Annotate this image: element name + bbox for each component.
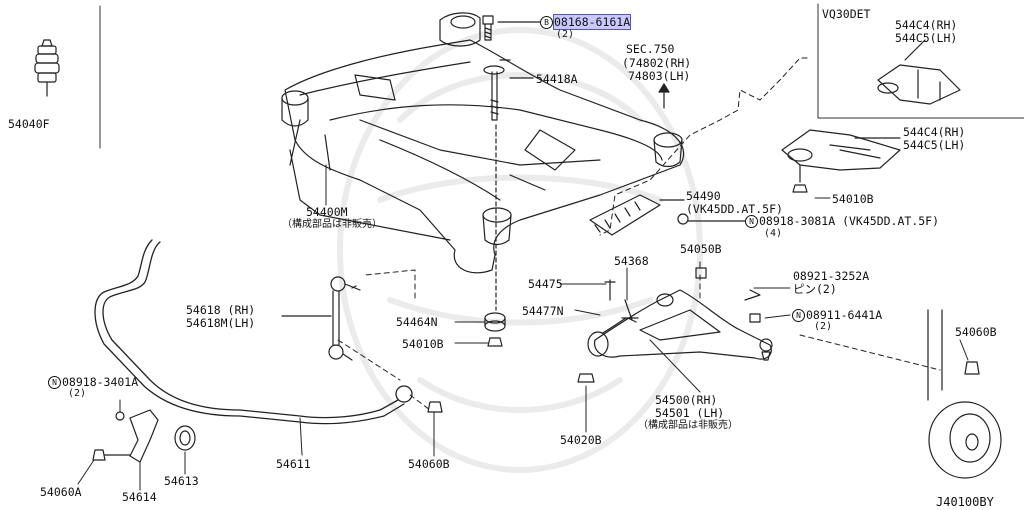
label-54501-lh: 54501 (LH) xyxy=(655,406,725,420)
label-54475: 54475 xyxy=(528,277,563,291)
stabilizer-bar-54611-drawing xyxy=(94,239,413,425)
bracket-544C4-drawing xyxy=(781,129,901,193)
nut-6441-number: 08911-6441A xyxy=(806,308,883,322)
sec-ref: SEC.750 xyxy=(626,42,675,56)
label-leaders xyxy=(77,164,969,491)
label-54020B: 54020B xyxy=(560,433,602,447)
inset-544C4: 544C4(RH) xyxy=(895,18,958,32)
label-54614: 54614 xyxy=(122,490,157,504)
watermark-emblem xyxy=(337,27,703,473)
label-pin-08921: 08921-3252A xyxy=(793,269,870,283)
diagram-code: J40100BY xyxy=(936,495,994,509)
bolt-qty: (2) xyxy=(556,29,575,40)
inset-544C5: 544C5(LH) xyxy=(895,31,958,45)
label-544C4: 544C4(RH) xyxy=(903,125,966,139)
label-54618-lh: 54618M(LH) xyxy=(186,316,256,330)
bolt-part-number: 08168-6161A xyxy=(552,14,632,30)
label-pin-note: ピン(2) xyxy=(793,282,837,296)
stud-54418A-drawing xyxy=(483,59,534,311)
bolt-08168-drawing xyxy=(482,15,541,41)
nut-3081-qty: (4) xyxy=(764,228,783,239)
label-54060B-right: 54060B xyxy=(955,325,997,339)
sec-rh: (74802(RH) xyxy=(622,56,692,70)
bushing-54040F-drawing xyxy=(34,39,60,97)
rotor-drawing xyxy=(927,309,1002,479)
bracket-inset-drawing xyxy=(877,39,961,105)
engine-code: VQ30DET xyxy=(822,7,871,21)
label-54500-rh: 54500(RH) xyxy=(655,393,718,407)
label-54010B-right: 54010B xyxy=(832,192,874,206)
label-54368: 54368 xyxy=(614,254,649,268)
mount-54464N-drawing xyxy=(484,312,506,347)
dashed-leaders xyxy=(337,57,941,411)
small-parts-drawing xyxy=(427,289,980,413)
nut-6441-qty: (2) xyxy=(814,321,833,332)
label-54613: 54613 xyxy=(164,474,199,488)
nut-marker-icon: N xyxy=(792,309,805,322)
sec-lh: 74803(LH) xyxy=(628,69,691,83)
nut-3401-qty: (2) xyxy=(68,388,87,399)
label-54400M: 54400M xyxy=(306,205,348,219)
nut-3401-number: 08918-3401A xyxy=(62,375,139,389)
label-54490-note: (VK45DD.AT.5F) xyxy=(686,202,783,216)
label-54464N: 54464N xyxy=(396,315,438,329)
sec750-arrowhead xyxy=(658,83,670,93)
nut-marker-icon: N xyxy=(745,215,758,228)
label-54010B-center: 54010B xyxy=(402,337,444,351)
bolt-marker-icon: B xyxy=(540,16,553,29)
bracket-54490-drawing xyxy=(589,194,746,236)
label-54050B: 54050B xyxy=(680,242,722,256)
label-54477N: 54477N xyxy=(522,304,564,318)
clamp-54614-drawing xyxy=(92,409,196,463)
label-54060A: 54060A xyxy=(40,485,82,499)
label-54418A: 54418A xyxy=(536,72,578,86)
nut-marker-icon: N xyxy=(48,376,61,389)
label-54611: 54611 xyxy=(276,457,311,471)
frame-lines xyxy=(99,3,1024,149)
label-54060B-center: 54060B xyxy=(408,457,450,471)
label-54490: 54490 xyxy=(686,189,721,203)
label-54040F: 54040F xyxy=(8,117,50,131)
lower-arm-54500-drawing xyxy=(587,267,773,361)
label-544C5: 544C5(LH) xyxy=(903,138,966,152)
subframe-54400M-drawing xyxy=(281,12,685,274)
label-54400M-note: （構成部品は非販売） xyxy=(282,219,382,230)
label-54500-note: （構成部品は非販売） xyxy=(638,420,738,431)
nut-3081-number: 08918-3081A (VK45DD.AT.5F) xyxy=(759,214,940,228)
label-54618-rh: 54618 (RH) xyxy=(186,303,256,317)
stab-link-54618-drawing xyxy=(281,276,361,361)
